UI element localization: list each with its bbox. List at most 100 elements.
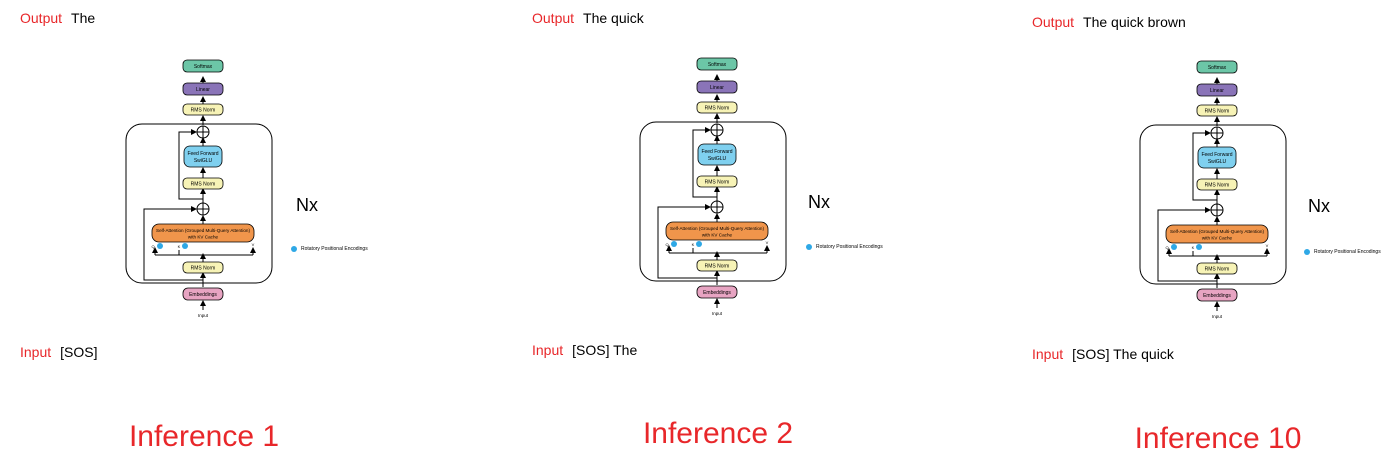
embeddings-block: Embeddings: [696, 285, 738, 299]
rope-legend: Rotatory Positional Encodings: [291, 246, 368, 252]
svg-text:RMS Norm: RMS Norm: [191, 182, 216, 188]
svg-text:RMS Norm: RMS Norm: [1205, 267, 1230, 273]
embeddings-block: Embeddings: [182, 287, 224, 301]
input-label: Input: [1212, 314, 1223, 319]
svg-text:Self-Attention (Grouped Multi-: Self-Attention (Grouped Multi-Query Atte…: [670, 226, 764, 231]
linear-block: Linear: [182, 82, 224, 96]
rms-norm-ffn: RMS Norm: [182, 177, 224, 190]
transformer-diagram: Softmax Linear RMS Norm Feed Forward Swi…: [1139, 60, 1287, 319]
svg-text:Embeddings: Embeddings: [1203, 293, 1231, 299]
nx-block-outline: [125, 123, 273, 284]
svg-text:RMS Norm: RMS Norm: [705, 180, 730, 186]
self-attention-block: Self-Attention (Grouped Multi-Query Atte…: [151, 223, 255, 243]
rms-norm-attention: RMS Norm: [1196, 262, 1238, 275]
input-text: [SOS]: [60, 344, 98, 360]
inference-title: Inference 1: [128, 420, 280, 453]
linear-block: Linear: [1196, 83, 1238, 97]
svg-text:SwiGLU: SwiGLU: [708, 156, 727, 162]
svg-text:Linear: Linear: [1210, 88, 1224, 94]
nx-label: Nx: [296, 195, 318, 215]
input-label: Input: [712, 311, 723, 316]
v-label: V: [252, 242, 255, 247]
feed-forward-block: Feed Forward SwiGLU: [697, 143, 737, 166]
feed-forward-block: Feed Forward SwiGLU: [1197, 146, 1237, 169]
rope-legend: Rotatory Positional Encodings: [1304, 249, 1381, 255]
nx-block-outline: [1139, 124, 1287, 285]
input-line: Input[SOS] The quick: [1032, 346, 1174, 362]
inference-title: Inference 10: [1134, 422, 1302, 455]
svg-text:Feed Forward: Feed Forward: [187, 151, 218, 157]
rope-icon-k: [1196, 244, 1202, 250]
svg-text:RMS Norm: RMS Norm: [705, 264, 730, 270]
self-attention-block: Self-Attention (Grouped Multi-Query Atte…: [1165, 224, 1269, 244]
rms-norm-attention: RMS Norm: [696, 259, 738, 272]
nx-block-outline: [639, 121, 787, 282]
rope-icon-q: [157, 243, 163, 249]
add-circle-lower: [196, 202, 210, 216]
inference-panel-1: Output The: [0, 0, 462, 468]
k-label: K: [178, 244, 181, 249]
add-circle-lower: [1210, 203, 1224, 217]
output-label: Output: [20, 10, 63, 26]
svg-text:Self-Attention (Grouped Multi-: Self-Attention (Grouped Multi-Query Atte…: [156, 228, 250, 233]
rms-norm-final: RMS Norm: [182, 103, 224, 116]
rope-icon-q: [671, 241, 677, 247]
q-label: Q: [665, 242, 668, 247]
input-label: Input: [198, 313, 209, 318]
svg-text:SwiGLU: SwiGLU: [194, 158, 213, 164]
output-text: The quick: [583, 10, 644, 26]
v-label: V: [766, 240, 769, 245]
svg-text:RMS Norm: RMS Norm: [191, 266, 216, 272]
add-circle-upper: [1210, 126, 1224, 140]
rope-legend: Rotatory Positional Encodings: [806, 244, 883, 250]
output-line: Output The quick brown: [1032, 14, 1186, 30]
inference-title: Inference 2: [642, 417, 794, 450]
transformer-diagram: Softmax Linear RMS Norm Feed Forward Swi…: [125, 59, 273, 318]
svg-text:Linear: Linear: [196, 87, 210, 93]
k-label: K: [692, 242, 695, 247]
rms-norm-final: RMS Norm: [1196, 104, 1238, 117]
add-circle-upper: [196, 125, 210, 139]
rms-norm-ffn: RMS Norm: [696, 175, 738, 188]
svg-text:Feed Forward: Feed Forward: [701, 149, 732, 155]
svg-text:Feed Forward: Feed Forward: [1201, 152, 1232, 158]
inference-panel-3: Output The quick brown: [924, 0, 1386, 468]
transformer-diagram: Softmax Linear RMS Norm Feed Forward Swi…: [639, 57, 787, 316]
output-text: The quick brown: [1083, 14, 1186, 30]
svg-text:with KV Cache: with KV Cache: [702, 233, 733, 238]
svg-text:with KV Cache: with KV Cache: [188, 235, 219, 240]
svg-text:RMS Norm: RMS Norm: [1205, 183, 1230, 189]
svg-text:RMS Norm: RMS Norm: [705, 106, 730, 112]
rms-norm-final: RMS Norm: [696, 101, 738, 114]
softmax-block: Softmax: [696, 57, 738, 71]
softmax-block: Softmax: [1196, 60, 1238, 74]
add-circle-upper: [710, 123, 724, 137]
self-attention-block: Self-Attention (Grouped Multi-Query Atte…: [665, 221, 769, 241]
q-label: Q: [151, 244, 154, 249]
svg-text:RMS Norm: RMS Norm: [191, 108, 216, 114]
v-label: V: [1266, 243, 1269, 248]
output-label: Output: [1032, 14, 1075, 30]
input-label: Input: [532, 342, 564, 358]
nx-label: Nx: [1308, 196, 1330, 216]
input-text: [SOS] The quick: [1072, 346, 1174, 362]
rope-legend-icon: [1304, 249, 1310, 255]
nx-label: Nx: [808, 192, 830, 212]
embeddings-block: Embeddings: [1196, 288, 1238, 302]
linear-block: Linear: [696, 80, 738, 94]
rope-legend-icon: [291, 246, 297, 252]
svg-text:Linear: Linear: [710, 85, 724, 91]
k-label: K: [1192, 245, 1195, 250]
svg-text:Embeddings: Embeddings: [703, 290, 731, 296]
add-circle-lower: [710, 200, 724, 214]
output-text: The: [71, 10, 96, 26]
rope-icon-k: [696, 241, 702, 247]
svg-text:Softmax: Softmax: [708, 62, 727, 68]
svg-text:Softmax: Softmax: [1208, 65, 1227, 71]
softmax-block: Softmax: [182, 59, 224, 73]
svg-text:Embeddings: Embeddings: [189, 292, 217, 298]
q-label: Q: [1165, 245, 1168, 250]
rope-legend-icon: [806, 244, 812, 250]
svg-text:RMS Norm: RMS Norm: [1205, 109, 1230, 115]
